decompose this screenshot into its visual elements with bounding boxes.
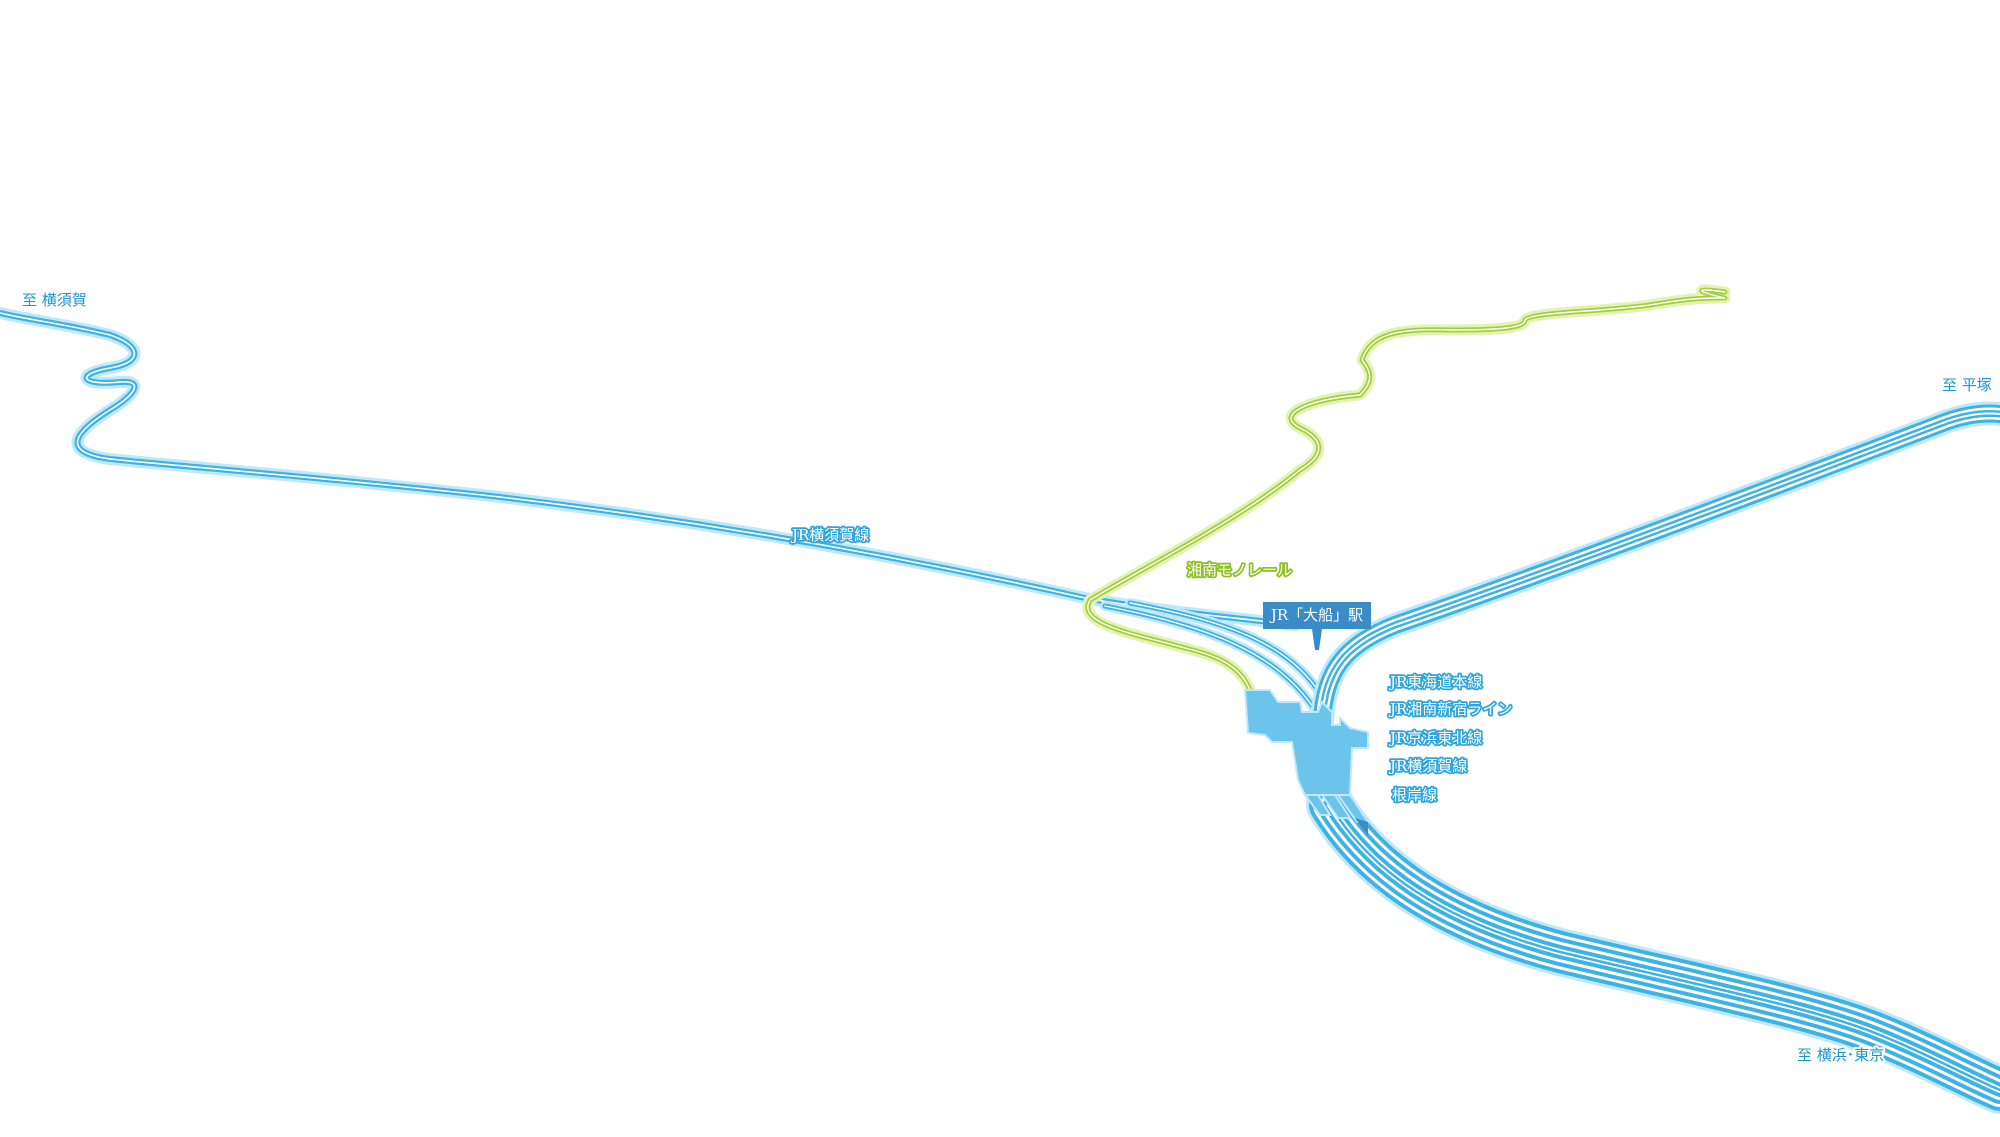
ofuna-station-building[interactable] (1243, 689, 1370, 836)
destination-yokosuka-label: 至 横須賀 (22, 291, 87, 309)
yokosuka-line-label: JR横須賀線 (790, 526, 869, 544)
shonan-monorail-track (1082, 284, 1731, 696)
line-label-shonan-shinjuku: JR湘南新宿ライン (1388, 700, 1512, 718)
destination-yokohama-tokyo-label: 至 横浜･東京 (1797, 1046, 1884, 1064)
line-label-negishi: 根岸線 (1392, 786, 1437, 804)
shonan-monorail-label: 湘南モノレール (1187, 561, 1292, 579)
station-callout[interactable]: JR「大船」駅 (1263, 602, 1371, 650)
station-name-box (1263, 602, 1371, 629)
station-name-label: JR「大船」駅 (1269, 606, 1363, 624)
line-label-tokaido: JR東海道本線 (1388, 673, 1482, 691)
station-pointer (1312, 629, 1322, 650)
line-label-yokosuka: JR横須賀線 (1388, 757, 1467, 775)
destination-hiratsuka-label: 至 平塚 (1942, 376, 1992, 394)
west-junction-tracks (1100, 598, 1335, 720)
station-line-list: JR東海道本線 JR湘南新宿ライン JR京浜東北線 JR横須賀線 根岸線 (1386, 671, 1514, 806)
yokosuka-line-track (0, 307, 1301, 631)
tokaido-line-east-tracks (1310, 401, 2000, 732)
south-line-tracks (1306, 781, 2000, 1114)
line-label-keihin-tohoku: JR京浜東北線 (1388, 729, 1482, 747)
